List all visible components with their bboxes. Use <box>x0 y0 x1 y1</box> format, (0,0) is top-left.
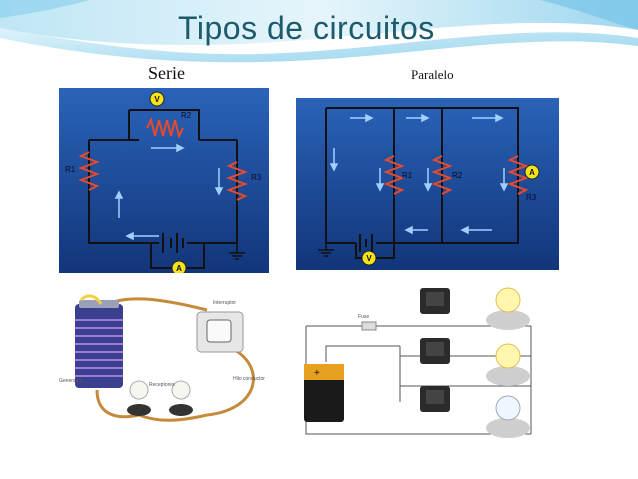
battery-icon <box>359 234 373 252</box>
resistor-label: R3 <box>526 193 537 202</box>
voltmeter-icon <box>149 91 165 107</box>
wire-label: Hilo conductor <box>233 376 265 382</box>
parallel-circuit-diagram: A V R1 R2 R3 <box>296 98 559 270</box>
meter-label: A <box>176 264 182 273</box>
fuse-label: Fuse <box>358 314 369 320</box>
switch-label: Interruptor <box>213 300 236 306</box>
parallel-circuit-illustration: Fuse + <box>296 282 539 442</box>
ground-icon <box>229 243 245 260</box>
meter-label: V <box>154 95 160 104</box>
switch-icon <box>420 338 450 364</box>
resistor-icon <box>226 161 248 201</box>
resistor-label: R2 <box>181 111 192 120</box>
header-swoosh-decoration <box>0 0 638 63</box>
resistor-icon <box>78 151 100 191</box>
voltmeter-icon <box>361 250 377 266</box>
slide-title: Tipos de circuitos <box>178 10 435 46</box>
resistor-label: R1 <box>402 171 413 180</box>
bulb-icon <box>486 395 530 438</box>
switch-icon <box>420 386 450 412</box>
switch-icon <box>420 288 450 314</box>
bulb-icon <box>127 380 151 416</box>
resistor-icon <box>507 155 529 195</box>
battery-icon: + <box>304 364 344 422</box>
resistor-icon <box>431 155 453 195</box>
meter-label: A <box>529 168 535 177</box>
generator-label: Generador <box>59 378 83 384</box>
series-label: Serie <box>148 63 185 83</box>
ammeter-icon <box>171 260 187 273</box>
resistor-icon <box>146 117 184 139</box>
resistor-label: R1 <box>65 165 76 174</box>
battery-sign: + <box>314 368 320 379</box>
series-circuit-diagram: V A R1 R2 R3 <box>59 88 269 273</box>
bulb-icon <box>486 343 530 386</box>
resistor-label: R3 <box>251 173 262 182</box>
battery-icon <box>75 294 123 388</box>
resistor-icon <box>383 155 405 195</box>
meter-label: V <box>366 254 372 263</box>
resistor-label: R2 <box>452 171 463 180</box>
series-circuit-illustration: Interruptor Hilo conductor Generador Rec… <box>57 290 275 430</box>
ground-icon <box>318 243 334 257</box>
receivers-label: Receptores <box>149 382 175 388</box>
bulb-icon <box>486 287 530 330</box>
bulb-icon <box>169 380 193 416</box>
switch-icon <box>196 311 244 353</box>
ammeter-icon <box>524 164 540 180</box>
fuse-icon <box>361 321 377 331</box>
battery-icon <box>162 233 184 253</box>
parallel-label: Paralelo <box>411 67 454 82</box>
